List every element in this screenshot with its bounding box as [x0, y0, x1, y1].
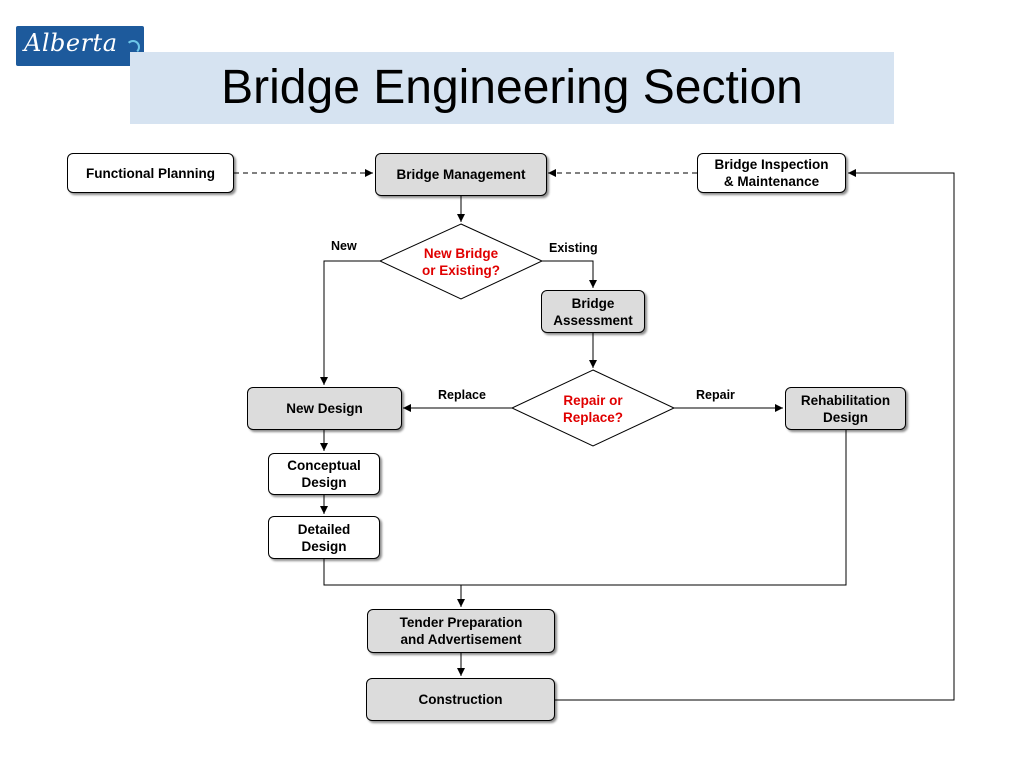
node-bridge-management: Bridge Management [375, 153, 547, 196]
alberta-logo: Alberta [16, 26, 144, 66]
node-new-design: New Design [247, 387, 402, 430]
node-detailed-design: Detailed Design [268, 516, 380, 559]
decision-diamond-new-or-existing [378, 223, 544, 300]
node-tender-preparation: Tender Preparation and Advertisement [367, 609, 555, 653]
node-functional-planning: Functional Planning [67, 153, 234, 193]
decision-diamond-repair-or-replace [510, 369, 676, 447]
logo-wave-icon [126, 40, 140, 54]
node-rehabilitation-design: Rehabilitation Design [785, 387, 906, 430]
decision-repair-or-replace: Repair or Replace? [562, 393, 624, 425]
edge-detailed-to-merge [323, 559, 461, 586]
edge-label-replace: Replace [438, 388, 486, 402]
node-bridge-inspection: Bridge Inspection & Maintenance [697, 153, 846, 193]
edge-label-repair: Repair [696, 388, 735, 402]
page-title: Bridge Engineering Section [221, 61, 803, 114]
decision-new-or-existing: New Bridge or Existing? [421, 246, 500, 278]
title-band: Bridge Engineering Section [130, 52, 894, 124]
node-bridge-assessment: Bridge Assessment [541, 290, 645, 333]
edge-label-existing: Existing [549, 241, 598, 255]
edge-rehab-to-merge [461, 430, 847, 586]
edge-existing-branch [542, 260, 597, 288]
edge-construction-to-inspection [555, 169, 955, 701]
node-construction: Construction [366, 678, 555, 721]
logo-text: Alberta [24, 29, 118, 57]
edge-new-branch [320, 260, 380, 385]
node-conceptual-design: Conceptual Design [268, 453, 380, 495]
edge-label-new: New [331, 239, 357, 253]
